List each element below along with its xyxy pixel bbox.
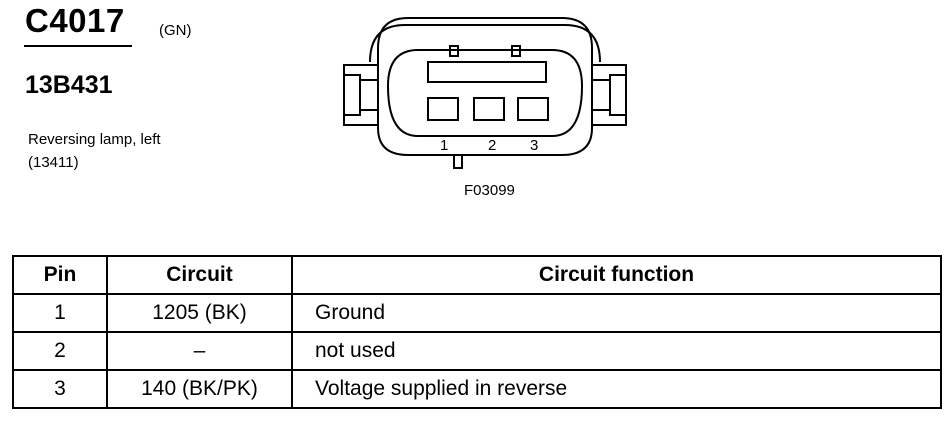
cell-function: not used <box>291 331 942 371</box>
connector-outer-housing <box>377 17 593 156</box>
cell-circuit: 140 (BK/PK) <box>106 369 293 409</box>
left-latch <box>343 64 378 126</box>
terminal-cavity-2 <box>473 97 505 121</box>
cell-pin: 1 <box>12 293 108 333</box>
connector-inner-cavity <box>386 49 584 137</box>
header-circuit-function: Circuit function <box>291 255 942 295</box>
table-row: 2 – not used <box>12 331 942 371</box>
connector-top-lip <box>369 24 601 63</box>
cell-function: Voltage supplied in reverse <box>291 369 942 409</box>
part-number: 13B431 <box>25 71 113 99</box>
pin-label-2: 2 <box>488 137 496 154</box>
header-circuit: Circuit <box>106 255 293 295</box>
key-tab-right <box>511 45 521 57</box>
table-row: 1 1205 (BK) Ground <box>12 293 942 333</box>
pinout-table: Pin Circuit Circuit function 1 1205 (BK)… <box>12 255 942 409</box>
pin-label-1: 1 <box>440 137 448 154</box>
terminal-cavity-3 <box>517 97 549 121</box>
terminal-cavity-1 <box>427 97 459 121</box>
key-tab-left <box>449 45 459 57</box>
table-header-row: Pin Circuit Circuit function <box>12 255 942 295</box>
description-line-2: (13411) <box>28 154 79 171</box>
cell-circuit: – <box>106 331 293 371</box>
connector-id: C4017 <box>25 2 125 39</box>
connector-face-diagram: 1 2 3 <box>343 17 627 169</box>
cell-circuit: 1205 (BK) <box>106 293 293 333</box>
figure-id: F03099 <box>464 182 515 199</box>
bottom-nub <box>453 155 463 169</box>
description-line-1: Reversing lamp, left <box>28 131 161 148</box>
top-slot <box>427 61 547 83</box>
header-pin: Pin <box>12 255 108 295</box>
pin-label-3: 3 <box>530 137 538 154</box>
table-row: 3 140 (BK/PK) Voltage supplied in revers… <box>12 369 942 409</box>
color-code: (GN) <box>159 22 192 39</box>
cell-pin: 2 <box>12 331 108 371</box>
cell-pin: 3 <box>12 369 108 409</box>
cell-function: Ground <box>291 293 942 333</box>
connector-id-underline <box>24 45 132 47</box>
right-latch <box>592 64 627 126</box>
